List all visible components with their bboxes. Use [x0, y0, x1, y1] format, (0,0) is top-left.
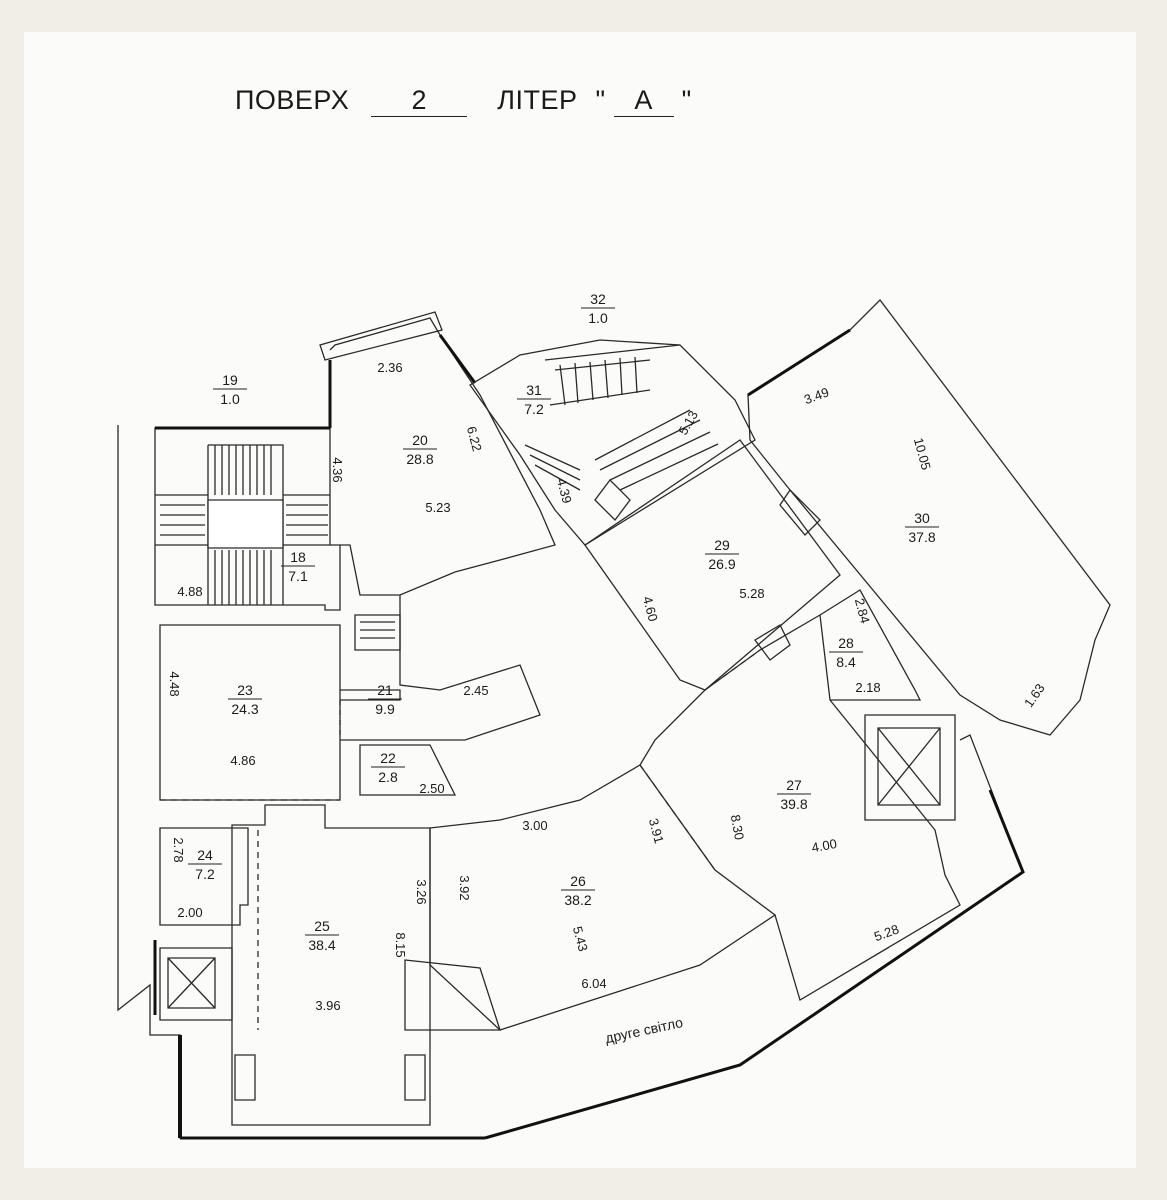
- dimension-label: 5.23: [425, 500, 450, 515]
- dimension-label: 10.05: [911, 436, 934, 471]
- room-number: 27: [786, 777, 802, 793]
- room-area: 37.8: [908, 529, 935, 545]
- dimension-label: 4.00: [810, 836, 838, 855]
- dimension-label: 8.15: [393, 932, 408, 957]
- dimension-label: 5.43: [570, 925, 591, 953]
- dimension-label: 4.60: [640, 595, 661, 623]
- room-area: 28.8: [406, 451, 433, 467]
- dimension-label: 3.49: [802, 384, 831, 407]
- floor-word: ПОВЕРХ: [235, 85, 350, 115]
- room-area: 2.8: [378, 769, 398, 785]
- dimension-label: 3.26: [414, 879, 429, 904]
- room-area: 1.0: [220, 391, 240, 407]
- letter-value: А: [613, 85, 674, 117]
- letter-word: ЛІТЕР: [497, 85, 578, 115]
- room-number: 32: [590, 291, 606, 307]
- plan-heading: ПОВЕРХ 2 ЛІТЕР " А ": [235, 85, 692, 117]
- room-number: 22: [380, 750, 396, 766]
- room-number: 30: [914, 510, 930, 526]
- dimension-label: 3.91: [646, 817, 667, 845]
- dimension-label: 5.28: [739, 586, 764, 601]
- room-area: 8.4: [836, 654, 856, 670]
- plan-sheet: [24, 32, 1136, 1168]
- dimension-label: 2.18: [855, 680, 880, 695]
- dimension-label: 8.30: [728, 813, 747, 841]
- dimension-label: 2.45: [463, 683, 488, 698]
- second-light-note: друге світло: [604, 1014, 685, 1046]
- room-area: 38.2: [564, 892, 591, 908]
- room-area: 1.0: [588, 310, 608, 326]
- plan-lines: [117, 299, 1111, 1140]
- room-number: 18: [290, 549, 306, 565]
- room-area: 9.9: [375, 701, 395, 717]
- room-number: 28: [838, 635, 854, 651]
- room-number: 24: [197, 847, 213, 863]
- room-number: 29: [714, 537, 730, 553]
- dimension-label: 4.88: [177, 584, 202, 599]
- dimension-label: 6.22: [464, 425, 485, 453]
- dimension-label: 4.48: [167, 671, 182, 696]
- dimension-label: 2.78: [171, 837, 186, 862]
- dimension-label: 3.92: [457, 875, 472, 900]
- room-number: 23: [237, 682, 253, 698]
- dimension-label: 5.13: [675, 408, 701, 437]
- dimension-label: 2.84: [852, 597, 873, 625]
- room-area: 38.4: [308, 937, 335, 953]
- dimension-labels: 2.36 6.22 4.36 5.23 4.39 5.13 3.49 10.05 4.88 5.2…: [167, 360, 1048, 1013]
- quote-open: ": [595, 85, 606, 115]
- room-area: 7.1: [288, 568, 308, 584]
- room-area: 24.3: [231, 701, 258, 717]
- room-area: 26.9: [708, 556, 735, 572]
- room-area: 39.8: [780, 796, 807, 812]
- room-area: 7.2: [524, 401, 544, 417]
- dimension-label: 1.63: [1021, 681, 1048, 710]
- dimension-label: 3.96: [315, 998, 340, 1013]
- dimension-label: 6.04: [581, 976, 606, 991]
- room-number: 20: [412, 432, 428, 448]
- dimension-label: 3.00: [522, 818, 547, 833]
- dimension-label: 4.36: [330, 457, 345, 482]
- dimension-label: 2.50: [419, 781, 444, 796]
- dimension-label: 4.86: [230, 753, 255, 768]
- floor-number: 2: [371, 85, 468, 117]
- quote-close: ": [681, 85, 692, 115]
- room-number: 31: [526, 382, 542, 398]
- room-labels: 19 1.0 20 28.8 18 7.1 23 24.3 21 9.9 22 2.8 24 7.2 25 3…: [188, 291, 939, 953]
- dimension-label: 5.28: [872, 921, 901, 944]
- room-number: 21: [377, 682, 393, 698]
- dimension-label: 2.00: [177, 905, 202, 920]
- dimension-label: 4.39: [554, 477, 575, 505]
- room-area: 7.2: [195, 866, 215, 882]
- room-number: 19: [222, 372, 238, 388]
- dimension-label: 2.36: [377, 360, 402, 375]
- room-number: 26: [570, 873, 586, 889]
- room-number: 25: [314, 918, 330, 934]
